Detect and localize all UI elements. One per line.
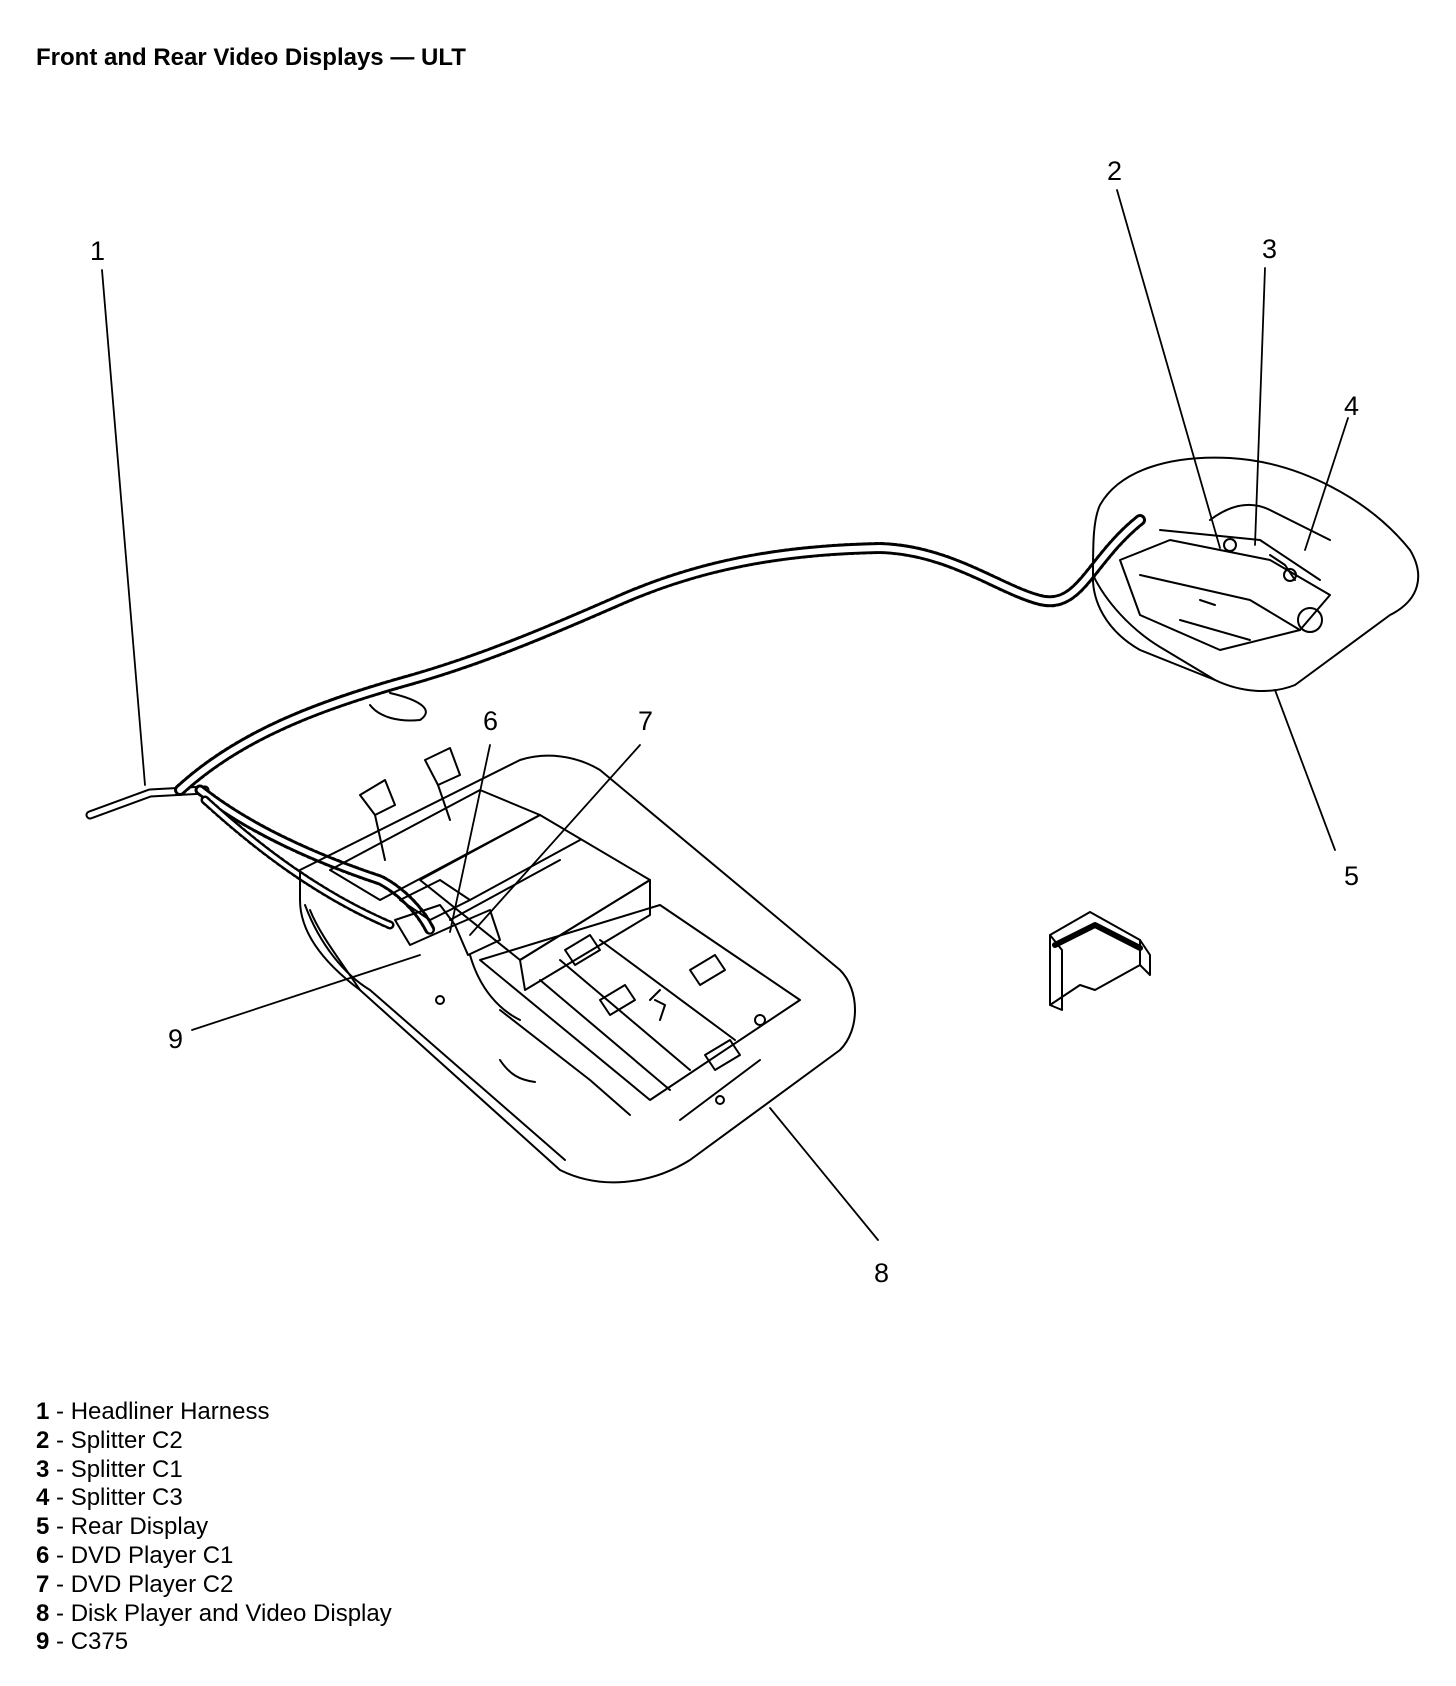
legend-item: 7 - DVD Player C2 [36,1570,234,1598]
rear-display [1091,456,1420,693]
page-title: Front and Rear Video Displays — ULT [36,44,466,71]
callout-6: 6 [483,706,498,736]
callout-2: 2 [1107,156,1122,186]
legend-item: 8 - Disk Player and Video Display [36,1599,392,1627]
headliner-harness [85,514,1146,936]
legend: 1 - Headliner Harness 2 - Splitter C2 3 … [36,1398,392,1657]
disk-player-display [299,747,856,1184]
legend-item: 2 - Splitter C2 [36,1426,183,1454]
direction-arrow [1049,911,1151,1011]
legend-item: 4 - Splitter C3 [36,1484,183,1512]
leader-lines [101,189,1349,1241]
callout-9: 9 [168,1024,183,1054]
callout-4: 4 [1344,391,1359,421]
legend-item: 1 - Headliner Harness [36,1398,270,1425]
callout-1: 1 [90,236,105,266]
legend-item: 9 - C375 [36,1628,129,1656]
legend-item: 3 - Splitter C1 [36,1455,183,1483]
callout-3: 3 [1262,234,1277,264]
callout-8: 8 [874,1258,889,1288]
callout-labels: 1 2 3 4 5 6 7 8 9 [90,156,1359,1288]
legend-item: 6 - DVD Player C1 [36,1541,234,1569]
legend-item: 5 - Rear Display [36,1513,209,1541]
callout-5: 5 [1344,861,1359,891]
callout-7: 7 [638,706,653,736]
